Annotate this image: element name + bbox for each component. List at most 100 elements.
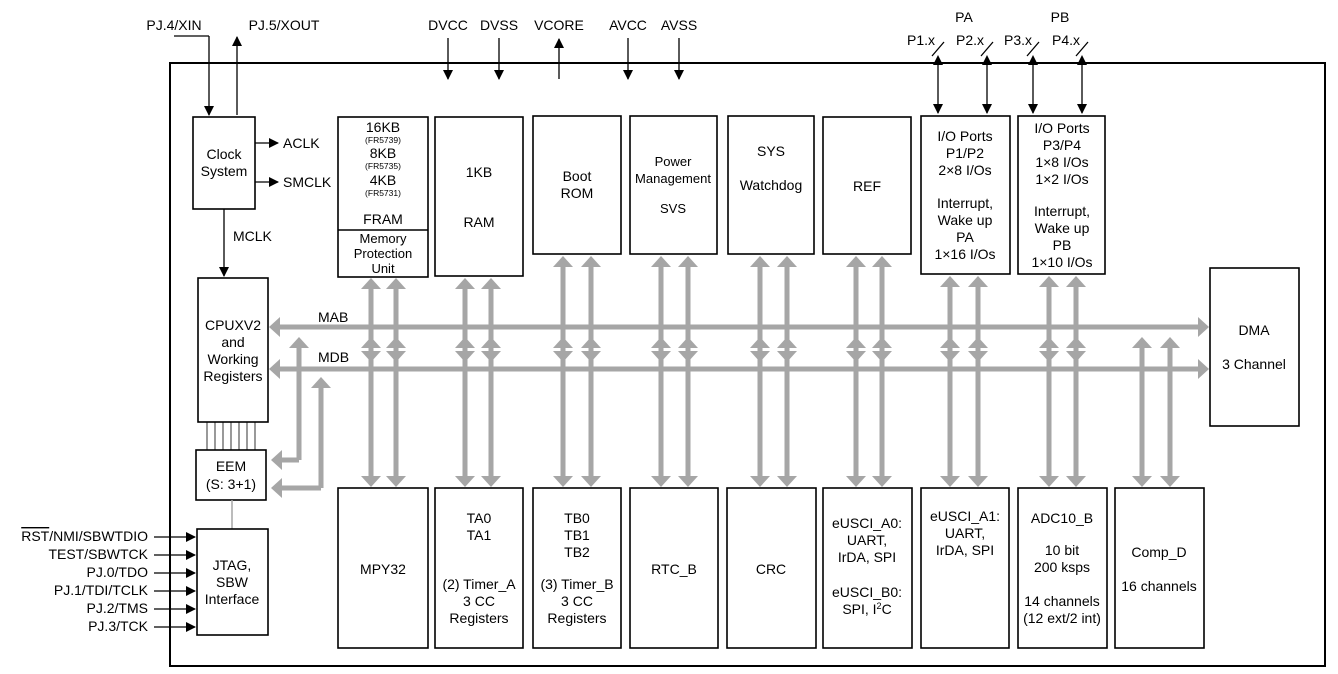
tb-label-1: TB0 [564,510,590,526]
ta-label-3: (2) Timer_A [442,576,516,592]
clock-system-block: Clock System ACLK SMCLK MCLK [192,116,332,277]
ram-label: RAM [463,214,494,230]
ta-label-4: 3 CC [463,593,495,609]
adc-label-5: (12 ext/2 int) [1023,610,1101,626]
io-pa-bus-1-head-up [940,276,960,287]
io-pa-label-5: Wake up [938,212,993,228]
usci1-label-1: eUSCI_A1: [930,508,1000,524]
dma-label: DMA [1238,322,1270,338]
fram-bus-1-head-up [361,278,381,289]
usci0-bus-2-head-down [872,476,892,487]
mclk-label: MCLK [233,228,273,244]
crc-bus-1-head-down [750,476,770,487]
crc-block: CRC [726,487,817,649]
pin-rst-label: RST/NMI/SBWTDIO [21,528,148,544]
pin-tdi-label: PJ.1/TDI/TCLK [54,582,149,598]
eem-mab-head [289,337,309,348]
io-pb-label-6: Wake up [1035,220,1090,236]
io-ports-pb-block: I/O Ports P3/P4 1×8 I/Os 1×2 I/Os Interr… [1017,115,1106,275]
tb-bus-2-head-down [581,476,601,487]
adc-bus-2-head-up [1066,337,1086,348]
ref-label: REF [853,178,881,194]
io-pa-label-1: I/O Ports [937,128,992,144]
pin-tms-label: PJ.2/TMS [87,600,148,616]
ref-block: REF [822,116,912,255]
fram-label: FRAM [363,211,403,227]
ta-label-1: TA0 [467,510,492,526]
adc-bus-1-head-down [1039,476,1059,487]
comp-bus-1-head-up [1132,337,1152,348]
io-ports-pa-block: I/O Ports P1/P2 2×8 I/Os Interrupt, Wake… [920,115,1011,275]
usci0-bus-1-head-down [846,476,866,487]
mpy-bus-2-head-down [386,476,406,487]
tb-bus-2-head-up [581,337,601,348]
io-pb-label-1: I/O Ports [1034,120,1089,136]
pin-avss-label: AVSS [661,17,697,33]
boot-bus-2-head-up [581,256,601,267]
usci1-bus-2-head-down [968,476,988,487]
top-pins: PJ.4/XIN PJ.5/XOUT DVCC DVSS VCORE AVCC … [146,9,1089,116]
eem-mdb-head [311,377,331,388]
mpu-label-1: Memory [360,231,407,246]
pmm-label-3: SVS [660,201,686,216]
io-pa-label-4: Interrupt, [937,195,993,211]
boot-bus-1-head-up [553,256,573,267]
fram-part-5735: (FR5735) [365,161,401,171]
mdb-bus-head-right [1198,359,1209,379]
io-pb-label-4: 1×2 I/Os [1035,171,1088,187]
tb-bus-1-head-up [553,337,573,348]
mpy-bus-2-head-up [386,337,406,348]
io-pb-bus-1-head-up [1039,276,1059,287]
eusci-a0-b0-block: eUSCI_A0: UART, IrDA, SPI eUSCI_B0: SPI,… [822,487,913,649]
eusci-a1-block: eUSCI_A1: UART, IrDA, SPI [920,487,1010,649]
pmm-bus-2-head-up [678,256,698,267]
sys-label: SYS [757,143,785,159]
pin-tck-label: PJ.3/TCK [88,618,149,634]
ref-bus-2-head-up [872,256,892,267]
dma-block: DMA 3 Channel [1209,267,1300,427]
io-pb-label-3: 1×8 I/Os [1035,154,1088,170]
tb-label-3: TB2 [564,544,590,560]
ram-bus-2-head-up [481,278,501,289]
io-pa-label-6: PA [956,229,974,245]
ta-label-2: TA1 [467,527,492,543]
fram-part-5731: (FR5731) [365,188,401,198]
jtag-label-3: Interface [205,591,260,607]
comp-label-2: 16 channels [1121,578,1197,594]
io-pb-label-7: PB [1053,237,1072,253]
mab-bus-head-left [269,317,280,337]
io-pa-label-2: P1/P2 [946,145,984,161]
usci1-bus-1-head-down [940,476,960,487]
io-pa-label-7: 1×16 I/Os [934,246,995,262]
power-management-block: Power Management SVS [629,115,718,255]
fram-bus-2-head-up [386,278,406,289]
p4-slash [1075,41,1089,57]
mpu-label-3: Unit [371,261,395,276]
mab-bus-head-right [1198,317,1209,337]
ta-bus-1-head-up [455,337,475,348]
pin-p3-label: P3.x [1004,32,1032,48]
io-pb-bus-2-head-up [1066,276,1086,287]
pin-vcore-label: VCORE [534,17,584,33]
rtc-bus-2-head-down [678,476,698,487]
mpu-label-2: Protection [354,246,413,261]
port-pb-label: PB [1051,9,1070,25]
smclk-label: SMCLK [283,174,332,190]
cpu-eem-links [206,422,256,450]
rtc-block: RTC_B [629,487,719,649]
io-pb-label-8: 1×10 I/Os [1031,254,1092,270]
timer-a-block: TA0 TA1 (2) Timer_A 3 CC Registers [434,487,524,649]
device-boundary [169,62,1326,667]
crc-bus-2-head-up [777,337,797,348]
p2-slash [980,41,994,57]
fram-size-8kb: 8KB [370,145,396,161]
ta-bus-2-head-up [481,337,501,348]
clock-label-1: Clock [206,146,242,162]
mdb-bus-head-left [269,359,280,379]
timer-b-block: TB0 TB1 TB2 (3) Timer_B 3 CC Registers [532,487,622,649]
comp-bus-2-head-down [1160,476,1180,487]
rtc-bus-2-head-up [678,337,698,348]
sys-watchdog-block: SYS Watchdog [727,115,815,255]
tb-label-2: TB1 [564,527,590,543]
adc-label-2: 10 bit [1045,542,1079,558]
